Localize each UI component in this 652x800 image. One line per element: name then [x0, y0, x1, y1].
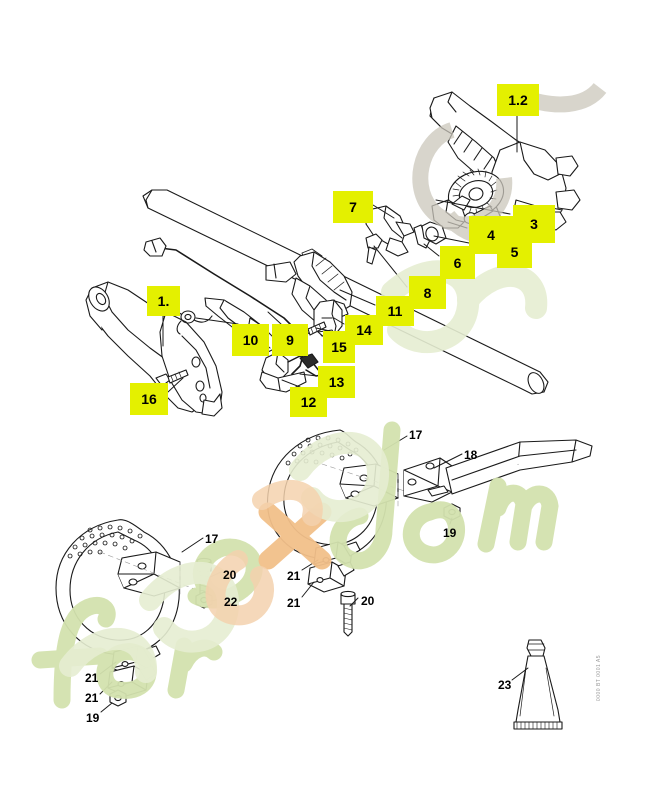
callout-label: 8 — [423, 284, 432, 301]
callout-label: 6 — [453, 254, 462, 271]
callout-label: 9 — [286, 332, 294, 348]
drawing-code: 0000 BT 0001 A5 — [596, 655, 602, 702]
part-label-21: 21 — [287, 569, 301, 583]
callout-15[interactable]: 15 — [323, 331, 355, 363]
callout-label: 1. — [157, 293, 170, 309]
part-label-19: 19 — [86, 711, 100, 725]
harness-connector — [299, 353, 319, 369]
callout-label: 4 — [487, 227, 495, 243]
rod-end-fitting — [143, 237, 167, 257]
pivot-pin — [365, 233, 383, 265]
callout-9[interactable]: 9 — [272, 324, 308, 356]
callout-label: 10 — [242, 332, 259, 348]
callout-label: 7 — [349, 199, 357, 215]
part-label-17: 17 — [409, 428, 423, 442]
part-label-18: 18 — [464, 448, 478, 462]
callout-1-[interactable]: 1. — [147, 286, 180, 316]
part-label-19: 19 — [443, 526, 457, 540]
part-label-21: 21 — [85, 691, 99, 705]
callout-label: 5 — [510, 243, 519, 260]
callout-7[interactable]: 7 — [333, 191, 373, 223]
callout-label: 14 — [356, 322, 372, 338]
part-label-23: 23 — [498, 678, 512, 692]
callout-13[interactable]: 13 — [318, 366, 355, 398]
callout-label: 11 — [387, 303, 403, 319]
throttle-rod — [159, 247, 305, 375]
callout-6[interactable]: 6 — [440, 246, 475, 279]
loop-handle-lower — [55, 519, 213, 656]
hex-bolt-right — [340, 590, 356, 637]
callout-label: 1.2 — [508, 92, 528, 108]
part-label-21: 21 — [85, 671, 99, 685]
part-label-20: 20 — [361, 594, 375, 608]
clamp-pair-lower — [107, 645, 161, 697]
part-label-22: 22 — [224, 595, 238, 609]
callout-label: 3 — [530, 216, 538, 232]
clamp-pair-middle — [307, 541, 361, 593]
callout-label: 15 — [331, 339, 347, 355]
part-label-20: 20 — [223, 568, 237, 582]
elbow-connector — [421, 195, 471, 245]
callout-label: 16 — [141, 391, 157, 407]
callout-8[interactable]: 8 — [409, 276, 446, 309]
callout-10[interactable]: 10 — [232, 324, 269, 356]
callout-1-2[interactable]: 1.2 — [497, 84, 539, 116]
grease-tube — [513, 639, 563, 730]
nut-22 — [195, 591, 213, 609]
barrier-bar — [403, 439, 593, 503]
callout-label: 12 — [300, 394, 317, 410]
callout-16[interactable]: 16 — [130, 383, 168, 415]
callout-label: 13 — [328, 374, 345, 390]
part-label-21: 21 — [287, 596, 301, 610]
stop-switch — [259, 351, 307, 393]
callout-12[interactable]: 12 — [290, 387, 327, 417]
part-label-17: 17 — [205, 532, 219, 546]
callout-5[interactable]: 5 — [497, 235, 532, 268]
hex-nut-left — [109, 689, 127, 707]
